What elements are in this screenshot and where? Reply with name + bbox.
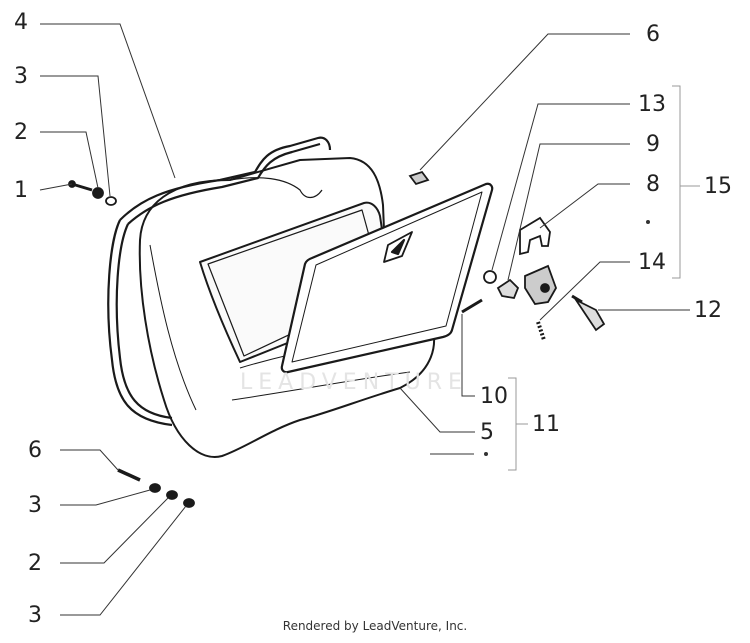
bracket-lines [508, 85, 700, 471]
seal-gasket [107, 136, 332, 427]
callout-12: 12 [694, 298, 722, 323]
glove-box-case [138, 157, 435, 458]
callout-14: 14 [638, 250, 666, 275]
callout-3-bottom: 3 [28, 493, 42, 518]
callout-1: 1 [14, 178, 28, 203]
callout-6: 6 [646, 22, 660, 47]
callout-9: 9 [646, 132, 660, 157]
callout-5: 5 [480, 420, 494, 445]
callout-10: 10 [480, 384, 508, 409]
callout-13: 13 [638, 92, 666, 117]
leader-dot [646, 220, 650, 224]
callout-4: 4 [14, 10, 28, 35]
callout-3: 3 [14, 64, 28, 89]
footer-credit: Rendered by LeadVenture, Inc. [282, 619, 468, 633]
glove-box-lid [280, 182, 494, 374]
callout-6-bottom: 6 [28, 438, 42, 463]
leader-dot [484, 452, 488, 456]
callout-3-lowest: 3 [28, 603, 42, 628]
small-parts [68, 170, 606, 508]
leader-lines [39, 23, 690, 616]
callout-2: 2 [14, 120, 28, 145]
callout-15: 15 [704, 174, 732, 199]
callout-2-bottom: 2 [28, 551, 42, 576]
callout-11: 11 [532, 412, 560, 437]
watermark-text: LEADVENTURE [240, 370, 468, 395]
callout-8: 8 [646, 172, 660, 197]
